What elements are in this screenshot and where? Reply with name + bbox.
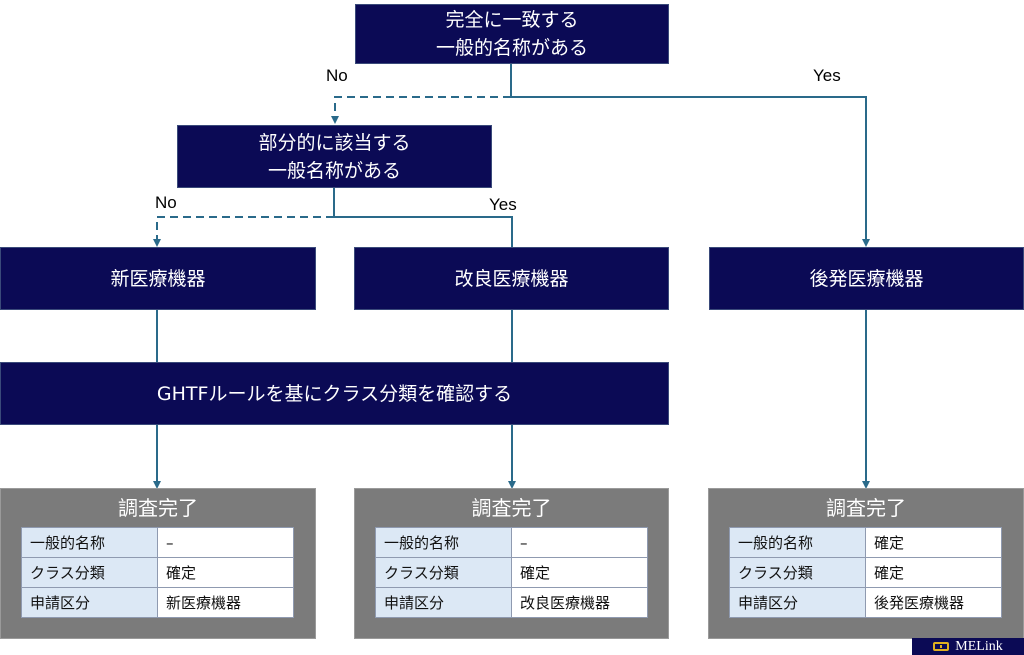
table-row: クラス分類確定: [729, 557, 1002, 588]
result-title: 調査完了: [471, 496, 552, 520]
row-key: クラス分類: [375, 557, 512, 588]
arrow-head: [331, 116, 339, 124]
decision-partial-match: 部分的に該当する 一般名称がある: [177, 125, 492, 188]
row-value: 後発医療機器: [865, 587, 1002, 618]
connector-q1-yes: [511, 96, 867, 244]
node-generic-device: 後発医療機器: [709, 247, 1024, 310]
result-table: 一般的名称– クラス分類確定 申請区分新医療機器: [21, 527, 294, 618]
node-improved-device: 改良医療機器: [354, 247, 669, 310]
table-row: 申請区分後発医療機器: [729, 587, 1002, 618]
row-key: 一般的名称: [375, 527, 512, 558]
arrow-head: [153, 239, 161, 247]
row-value: 確定: [157, 557, 294, 588]
row-value: 確定: [511, 557, 648, 588]
row-key: 申請区分: [729, 587, 866, 618]
table-row: 申請区分改良医療機器: [375, 587, 648, 618]
row-value: 改良医療機器: [511, 587, 648, 618]
table-row: 一般的名称–: [375, 527, 648, 558]
arrow-head: [862, 239, 870, 247]
table-row: クラス分類確定: [21, 557, 294, 588]
edge-label-yes: Yes: [813, 66, 841, 85]
link-icon: [933, 642, 950, 651]
row-value: 確定: [865, 527, 1002, 558]
row-key: 一般的名称: [21, 527, 158, 558]
connector-q2-no: [156, 216, 334, 244]
result-table: 一般的名称確定 クラス分類確定 申請区分後発医療機器: [729, 527, 1002, 618]
result-card-new: 調査完了 一般的名称– クラス分類確定 申請区分新医療機器: [0, 488, 316, 639]
brand-logo: MELink: [912, 638, 1024, 655]
row-value: –: [157, 527, 294, 558]
arrow-head: [153, 481, 161, 489]
node-improved-device-label: 改良医療機器: [454, 267, 569, 290]
row-key: 申請区分: [21, 587, 158, 618]
table-row: 一般的名称確定: [729, 527, 1002, 558]
decision-exact-match-label: 完全に一致する 一般的名称がある: [435, 9, 588, 59]
table-row: クラス分類確定: [375, 557, 648, 588]
row-value: 確定: [865, 557, 1002, 588]
row-key: 申請区分: [375, 587, 512, 618]
edge-label-no: No: [155, 193, 177, 212]
edge-label-yes: Yes: [489, 195, 517, 214]
result-card-improved: 調査完了 一般的名称– クラス分類確定 申請区分改良医療機器: [354, 488, 669, 639]
node-ghtf-classification-label: GHTFルールを基にクラス分類を確認する: [156, 382, 513, 405]
row-key: クラス分類: [21, 557, 158, 588]
connector-q2-yes: [334, 216, 513, 247]
node-ghtf-classification: GHTFルールを基にクラス分類を確認する: [0, 362, 669, 425]
result-card-generic: 調査完了 一般的名称確定 クラス分類確定 申請区分後発医療機器: [708, 488, 1024, 639]
node-generic-device-label: 後発医療機器: [809, 267, 924, 290]
row-value: 新医療機器: [157, 587, 294, 618]
row-value: –: [511, 527, 648, 558]
brand-name: MELink: [955, 638, 1003, 654]
row-key: 一般的名称: [729, 527, 866, 558]
result-title: 調査完了: [826, 496, 906, 520]
edge-label-no: No: [326, 66, 348, 85]
node-new-device: 新医療機器: [0, 247, 316, 310]
table-row: 一般的名称–: [21, 527, 294, 558]
connector-q1-no: [334, 96, 511, 122]
result-table: 一般的名称– クラス分類確定 申請区分改良医療機器: [375, 527, 648, 618]
decision-exact-match: 完全に一致する 一般的名称がある: [355, 4, 669, 64]
arrow-head: [508, 481, 516, 489]
arrow-head: [862, 481, 870, 489]
decision-partial-match-label: 部分的に該当する 一般名称がある: [258, 131, 411, 182]
table-row: 申請区分新医療機器: [21, 587, 294, 618]
result-title: 調査完了: [118, 496, 198, 520]
row-key: クラス分類: [729, 557, 866, 588]
node-new-device-label: 新医療機器: [110, 267, 206, 290]
